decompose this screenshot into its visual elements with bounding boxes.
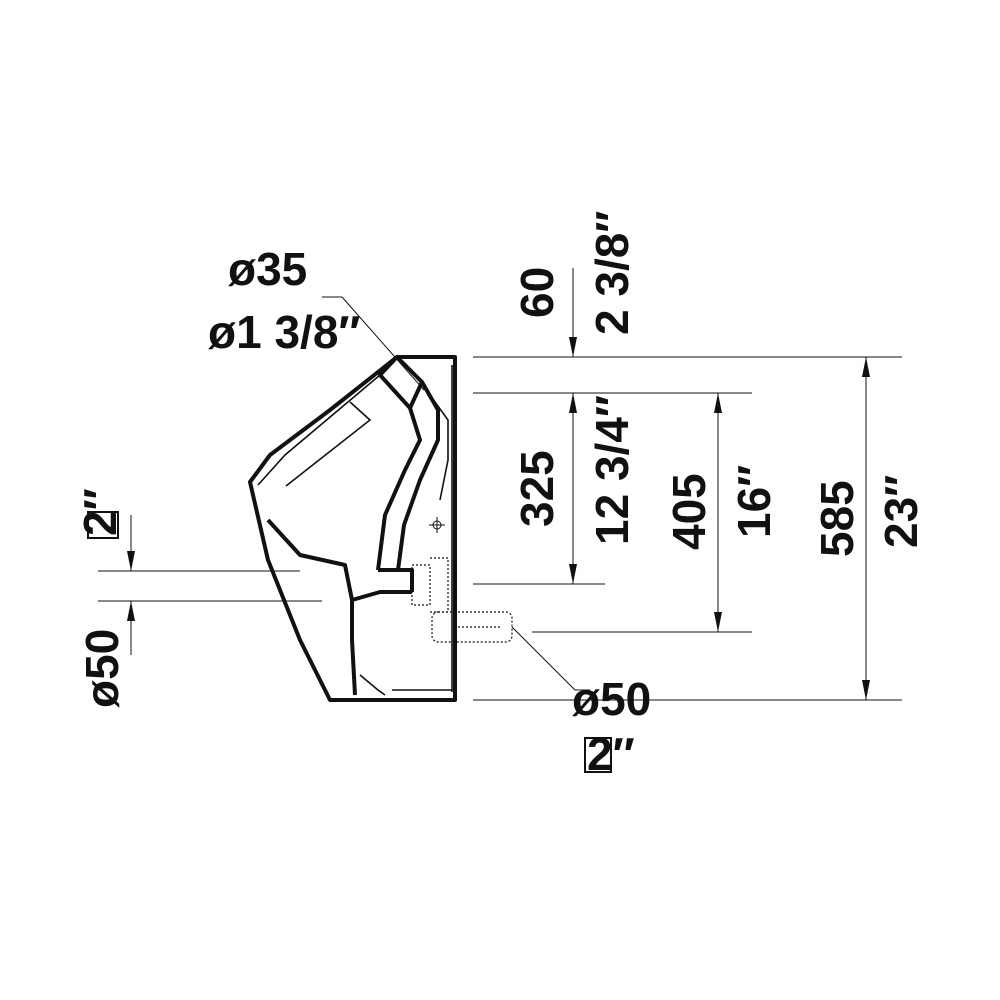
inlet-diameter-in-text: ø1 3/8″ [208, 306, 360, 358]
dim-405-in: 16″ [728, 465, 780, 538]
extension-lines [473, 356, 902, 701]
outlet-diameter-in: 2″ [587, 728, 635, 780]
trap-top [378, 568, 414, 592]
left-diameter-in: 2″ [74, 488, 126, 536]
left-diameter-mm-group: ø50 [76, 629, 128, 708]
trap-fitting-dotted [430, 557, 449, 613]
inlet-diameter-mm: ø35 [228, 243, 307, 295]
outlet-fitting-dotted [431, 611, 513, 643]
inlet-diameter-in: ø1 3/8″ [208, 306, 360, 358]
dim-405-mm: 405 [663, 473, 715, 550]
urinal-body-shape [248, 355, 457, 702]
dim-405-mm-group: 405 [663, 473, 715, 550]
trap-bottom [351, 590, 412, 602]
outlet-leader [511, 626, 590, 691]
urinal-outline [248, 355, 513, 702]
dim-585-mm: 585 [811, 480, 863, 557]
dim-325-in: 12 3/4″ [586, 395, 638, 545]
dim-585 [862, 357, 870, 700]
diameter-symbol-box [87, 511, 119, 539]
left-diameter-mm: ø50 [76, 629, 128, 708]
left-outlet-dimension [98, 515, 322, 655]
dim-325-in-group: 12 3/4″ [586, 395, 638, 545]
inlet-fitting-dotted [411, 564, 431, 606]
dim-405 [714, 393, 722, 632]
back-channel-inner [429, 394, 449, 501]
bowl-inner-rim [257, 374, 381, 486]
dim-585-in: 23″ [875, 475, 927, 548]
dim-405-in-group: 16″ [728, 465, 780, 538]
outlet-diameter-mm: ø50 [572, 673, 651, 725]
dim-325-mm-group: 325 [511, 450, 563, 527]
dim-60-in: 2 3/8″ [586, 211, 638, 335]
outlet-diameter-symbol-box [584, 737, 612, 773]
left-diameter-in-group: 2″ [74, 488, 126, 539]
dim-60 [569, 268, 577, 357]
dim-325-mm: 325 [511, 450, 563, 527]
dim-325 [569, 393, 577, 584]
dim-60-mm-group: 60 [511, 267, 563, 318]
outlet-diameter-in-group: 2″ [584, 728, 635, 780]
dim-60-in-group: 2 3/8″ [586, 211, 638, 335]
inlet-leader [322, 296, 425, 391]
dim-585-mm-group: 585 [811, 480, 863, 557]
target-symbol [429, 517, 445, 533]
bowl-inner-line [285, 401, 372, 487]
bowl-front-trap [266, 518, 357, 696]
back-channel-rear [376, 407, 422, 571]
dim-585-in-group: 23″ [875, 475, 927, 548]
back-channel-front [396, 381, 440, 571]
foot-line [359, 674, 386, 696]
dim-60-mm: 60 [511, 267, 563, 318]
